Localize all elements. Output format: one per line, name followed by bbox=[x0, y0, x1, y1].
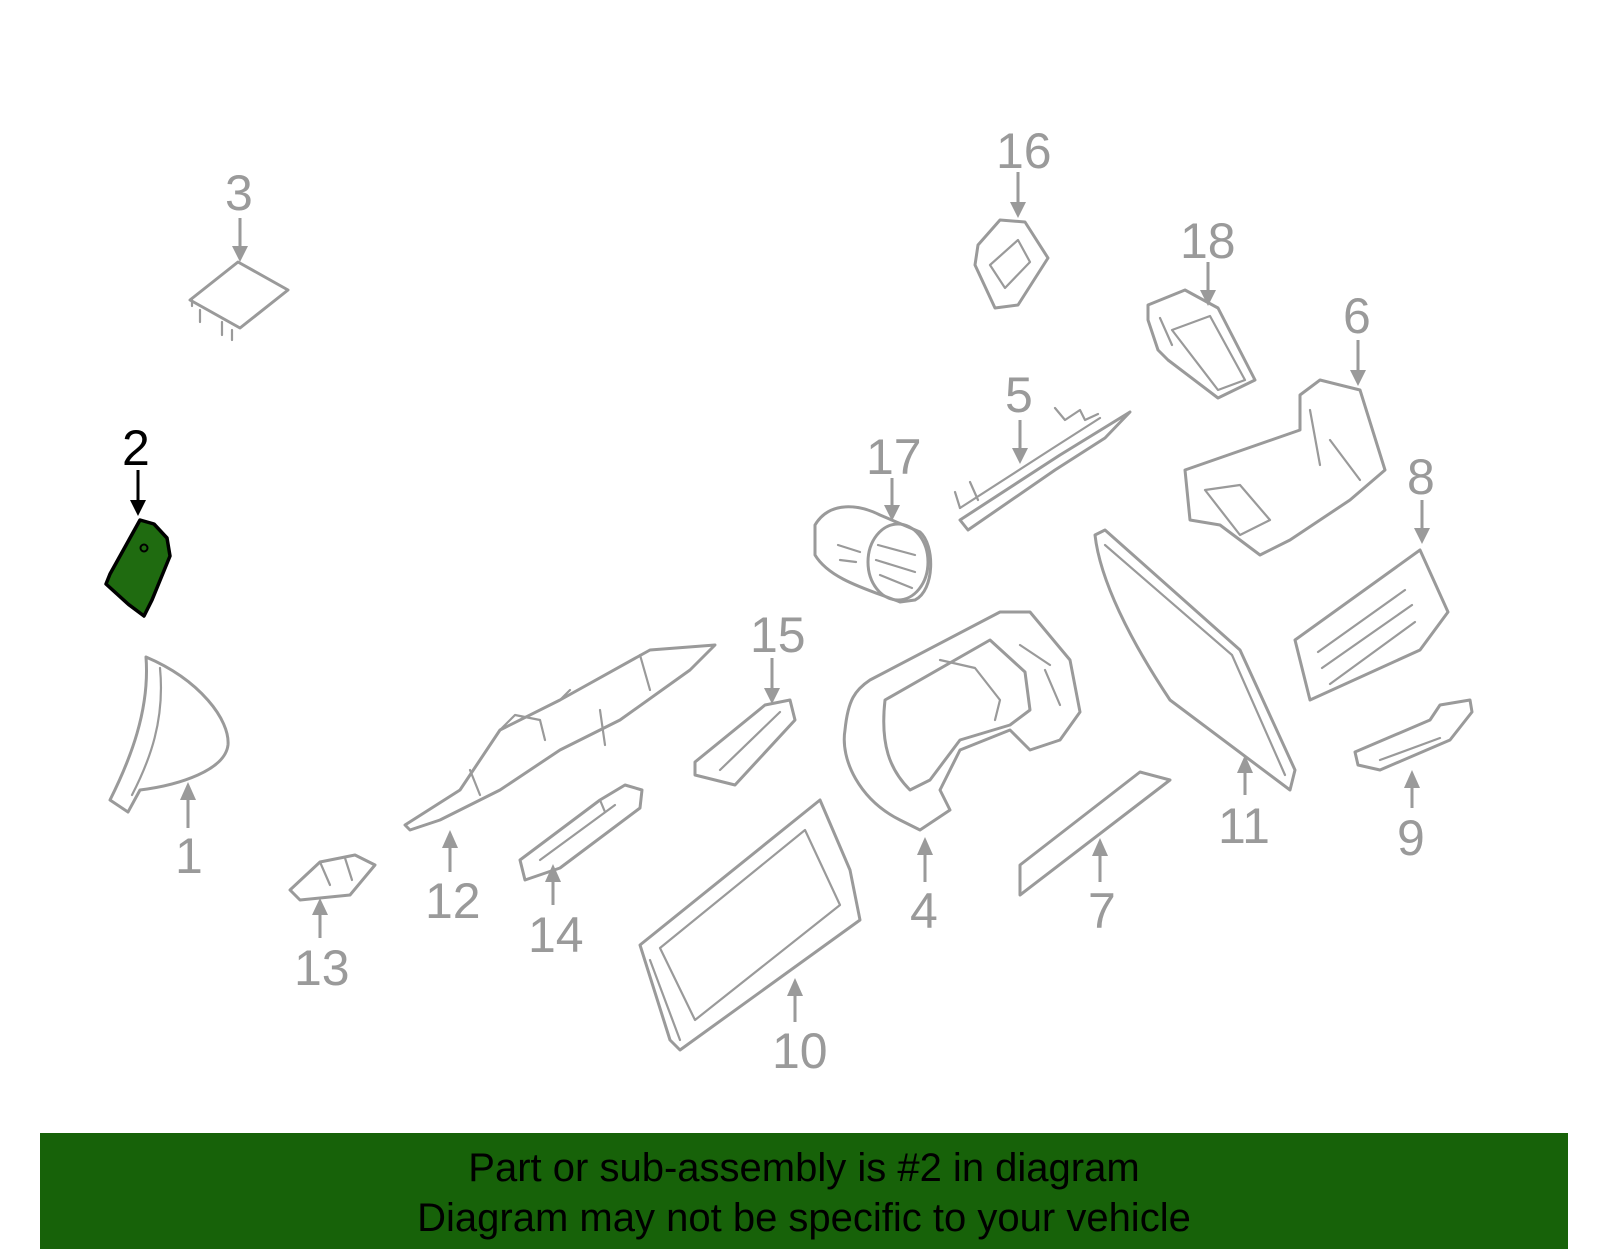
part-14[interactable] bbox=[518, 783, 644, 882]
part-10[interactable] bbox=[638, 798, 862, 1052]
svg-text:8: 8 bbox=[1407, 449, 1435, 505]
part-17[interactable] bbox=[813, 505, 933, 604]
callout-12: 12 bbox=[425, 830, 481, 929]
callout-18: 18 bbox=[1180, 213, 1236, 306]
callout-3: 3 bbox=[225, 165, 253, 262]
part-3[interactable] bbox=[188, 260, 290, 342]
part-18[interactable] bbox=[1146, 288, 1257, 400]
svg-text:3: 3 bbox=[225, 165, 253, 221]
part-7[interactable] bbox=[1018, 770, 1172, 897]
part-12[interactable] bbox=[403, 643, 717, 832]
svg-text:9: 9 bbox=[1397, 810, 1425, 866]
callout-15: 15 bbox=[750, 607, 806, 704]
callout-1: 1 bbox=[175, 782, 203, 884]
svg-text:12: 12 bbox=[425, 873, 481, 929]
svg-text:1: 1 bbox=[175, 828, 203, 884]
banner-line-2: Diagram may not be specific to your vehi… bbox=[417, 1196, 1191, 1240]
info-banner: Part or sub-assembly is #2 in diagram Di… bbox=[40, 1133, 1568, 1249]
callout-7: 7 bbox=[1088, 838, 1116, 939]
callout-10: 10 bbox=[772, 978, 828, 1079]
part-2-selected[interactable] bbox=[104, 518, 172, 618]
callout-11: 11 bbox=[1218, 755, 1270, 854]
part-11[interactable] bbox=[1093, 528, 1297, 792]
part-6[interactable] bbox=[1183, 378, 1387, 557]
part-4[interactable] bbox=[842, 610, 1082, 832]
callout-2: 2 bbox=[122, 420, 150, 516]
part-13[interactable] bbox=[288, 853, 377, 902]
svg-text:16: 16 bbox=[996, 123, 1052, 179]
svg-text:7: 7 bbox=[1088, 883, 1116, 939]
svg-text:18: 18 bbox=[1180, 213, 1236, 269]
part-16[interactable] bbox=[973, 218, 1050, 310]
callout-4: 4 bbox=[910, 837, 938, 939]
svg-text:2: 2 bbox=[122, 420, 150, 476]
part-5[interactable] bbox=[953, 406, 1132, 532]
callout-16: 16 bbox=[996, 123, 1052, 218]
svg-text:11: 11 bbox=[1218, 798, 1270, 854]
callout-13: 13 bbox=[294, 898, 350, 996]
svg-text:13: 13 bbox=[294, 940, 350, 996]
callout-14: 14 bbox=[528, 864, 584, 963]
part-15[interactable] bbox=[693, 698, 797, 787]
svg-text:4: 4 bbox=[910, 883, 938, 939]
callout-17: 17 bbox=[866, 429, 922, 521]
svg-text:15: 15 bbox=[750, 607, 806, 663]
callout-8: 8 bbox=[1407, 449, 1435, 544]
callout-5: 5 bbox=[1005, 367, 1033, 464]
svg-text:17: 17 bbox=[866, 429, 922, 485]
svg-text:5: 5 bbox=[1005, 367, 1033, 423]
banner-line-1: Part or sub-assembly is #2 in diagram bbox=[468, 1146, 1140, 1190]
svg-text:14: 14 bbox=[528, 907, 584, 963]
svg-text:6: 6 bbox=[1343, 288, 1371, 344]
part-1[interactable] bbox=[108, 655, 230, 814]
svg-text:10: 10 bbox=[772, 1023, 828, 1079]
callout-6: 6 bbox=[1343, 288, 1371, 386]
part-8[interactable] bbox=[1293, 548, 1450, 702]
part-9[interactable] bbox=[1353, 698, 1474, 772]
callout-9: 9 bbox=[1397, 770, 1425, 866]
